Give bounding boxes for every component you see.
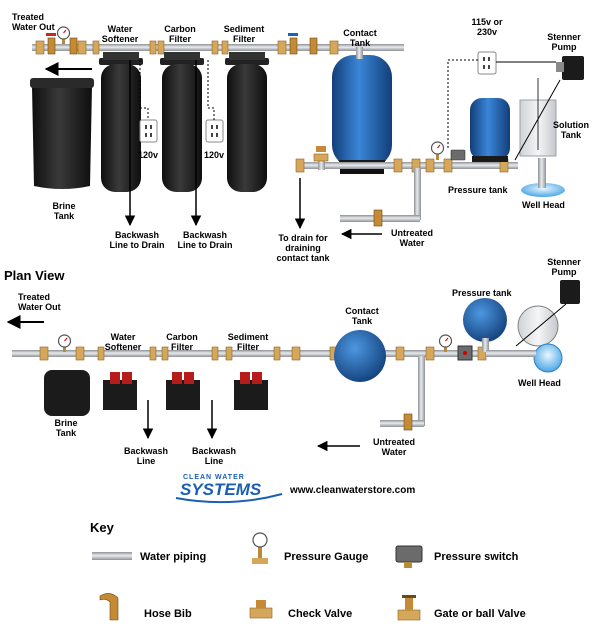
cord-switch (447, 59, 478, 150)
carbon-head-plan (166, 372, 200, 410)
pipe-top-right (300, 44, 404, 51)
label-pressure-tank-top: Pressure tank (448, 185, 508, 195)
key-pipe-icon (92, 552, 132, 560)
pump-feed-plan (515, 303, 567, 347)
label-outlet-a: 120v (138, 150, 159, 160)
pressure-switch-plan-dot (463, 351, 467, 355)
pipe-plan-main (12, 350, 482, 357)
logo-systems: SYSTEMS (180, 480, 262, 499)
stenner-pump-top (556, 56, 584, 80)
brine-tank-elevation (30, 78, 94, 189)
plan-gauge (57, 334, 72, 352)
logo-swoosh (175, 493, 283, 504)
key-pressure-gauge: Pressure Gauge (284, 551, 369, 563)
brand-url: www.cleanwaterstore.com (290, 485, 416, 496)
outlet-120v-a (139, 119, 158, 143)
logo-clean-water: CLEAN WATER (183, 474, 245, 481)
pressure-tank-plan-stem (482, 338, 489, 352)
plan-brass-fittings (39, 346, 487, 361)
label-outlet-b: 120v (204, 150, 225, 160)
pump-feed-line (514, 79, 561, 161)
cord-softener (139, 60, 149, 120)
key-hose-bib: Hose Bib (144, 608, 192, 620)
pipe-plan-untreated (418, 356, 425, 426)
untreated-gate-valve (373, 209, 383, 227)
water-softener-tank (99, 52, 143, 192)
plan-view-title: Plan View (4, 268, 65, 283)
key-check-valve: Check Valve (288, 608, 353, 620)
valve-handle-blue (288, 33, 298, 36)
carbon-filter-tank (160, 52, 204, 192)
label-well-head-top: Well Head (522, 200, 565, 210)
plan-gauge-2 (438, 334, 453, 352)
top-gate-valves (47, 37, 318, 55)
valve-handle-red (46, 33, 56, 36)
key-pressure-switch-icon (395, 545, 423, 568)
pressure-tank-plan (463, 298, 507, 342)
key-water-piping: Water piping (140, 551, 207, 563)
key-hose-bib-icon (99, 593, 119, 621)
key-gate-valve-icon (397, 595, 421, 621)
top-brass-fittings (35, 40, 339, 55)
softener-head-plan (103, 372, 137, 410)
solution-tank (519, 78, 557, 157)
solution-tank-plan (517, 305, 559, 347)
key-pressure-switch: Pressure switch (434, 551, 519, 563)
plan-untreated-valve (403, 413, 413, 431)
cord-carbon (207, 60, 215, 120)
label-pressure-tank-plan: Pressure tank (452, 288, 512, 298)
pipe-lower-main (296, 162, 518, 169)
key-gate-valve: Gate or ball Valve (434, 608, 526, 620)
well-head-plan (533, 343, 563, 373)
brine-tank-plan (44, 370, 90, 416)
key-title: Key (90, 520, 114, 535)
stenner-pump-plan (560, 280, 580, 304)
sediment-head-plan (234, 372, 268, 410)
sediment-filter-tank (225, 52, 269, 192)
pipe-contact-inlet (356, 47, 363, 59)
outlet-115v (477, 51, 497, 75)
pressure-tank-elevation (470, 98, 510, 162)
pressure-gauge-top (56, 26, 71, 44)
pipe-untreated-riser (414, 168, 421, 220)
hose-bib-top (316, 146, 326, 152)
pipe-plan-well (486, 350, 536, 357)
pipe-left-drop (318, 156, 325, 170)
well-head-top (521, 158, 565, 197)
pressure-switch-lower (450, 149, 466, 161)
pipe-plan-untreated-h (380, 420, 424, 427)
key-gauge-icon (252, 532, 268, 564)
label-well-head-plan: Well Head (518, 378, 561, 388)
lower-brass-fittings (295, 153, 509, 173)
pressure-gauge-lower (430, 141, 445, 160)
key-check-valve-icon (249, 600, 273, 619)
contact-tank-plan (334, 330, 386, 382)
